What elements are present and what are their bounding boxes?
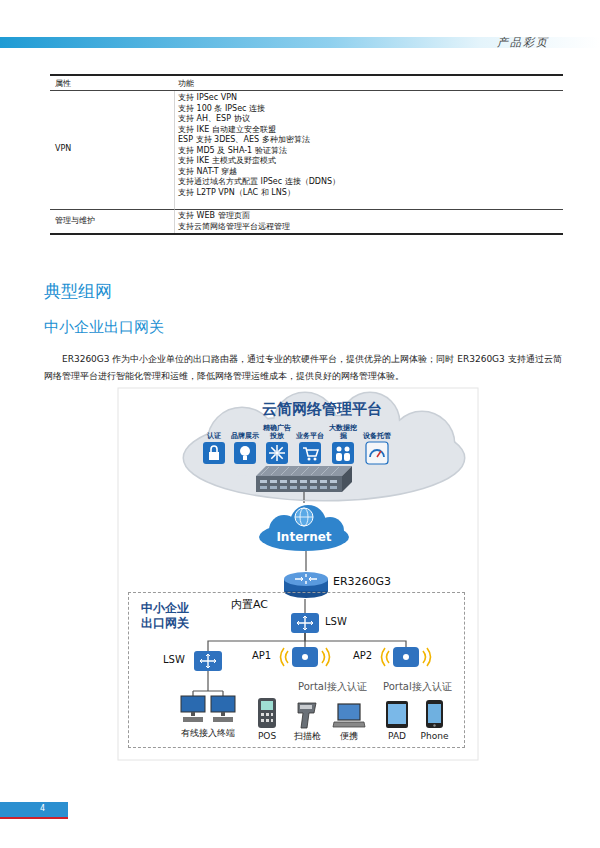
tablet: PAD: [386, 701, 408, 728]
switch: LSW: [194, 651, 222, 671]
feature-icon: 精确广告投放: [266, 442, 288, 464]
section-heading: 典型组网: [44, 281, 112, 301]
node-label: AP1: [252, 650, 271, 662]
access-point-icon: [292, 647, 318, 667]
device-label: 扫描枪: [294, 731, 321, 742]
page-number-rule: [0, 817, 68, 819]
node-sublabel: Portal接入认证: [298, 681, 367, 693]
icon-label: 品牌展示: [230, 432, 260, 440]
table-cell: 支持通过域名方式配置 IPSec 连接（DDNS）: [178, 177, 340, 187]
device-label: Phone: [421, 731, 449, 742]
icon-label: 设备托管: [362, 432, 392, 440]
page-number-box: [0, 802, 68, 817]
device-label: 便携: [340, 731, 358, 742]
device-label: PAD: [388, 731, 406, 742]
table-cell: ESP 支持 3DES、AES 多种加密算法: [178, 135, 310, 145]
phone-icon: [426, 700, 443, 728]
gateway-region: 中小企业出口网关LSWLSWAP1Portal接入认证AP2Portal接入认证…: [128, 592, 465, 748]
device-label: 有线接入终端: [181, 728, 235, 739]
pos-terminal-icon: [258, 698, 276, 728]
feature-icon: 大数据挖掘: [332, 442, 354, 464]
node-label: 云简网络管理平台: [262, 400, 382, 418]
feature-icon: 业务平台: [299, 442, 321, 464]
network-link: [305, 633, 406, 647]
pos-terminal: POS: [258, 698, 276, 728]
wired-terminal: 有线接入终端: [179, 691, 237, 725]
network-link: [208, 633, 305, 651]
internet-cloud: Internet: [258, 503, 350, 551]
feature-icon-icon: [366, 442, 388, 464]
table-header: 属性: [55, 79, 71, 89]
laptop: 便携: [333, 704, 365, 728]
switch: LSW: [291, 613, 319, 633]
feature-icon-icon: [332, 442, 354, 464]
figure-frame: [118, 388, 478, 760]
table-rule: [50, 74, 563, 76]
network-link: [304, 599, 305, 613]
feature-icon-icon: [203, 442, 225, 464]
table-cell: 支持 AH、ESP 协议: [178, 114, 250, 124]
table-cell: 支持 IKE 主模式及野蛮模式: [178, 156, 276, 166]
icon-label: 认证: [199, 432, 229, 440]
router: ER3260G3内置AC: [283, 571, 329, 599]
switch-icon: [291, 613, 319, 633]
node-label: 中小企业出口网关: [141, 601, 193, 631]
node-sublabel: 内置AC: [231, 598, 268, 611]
table-divider: [174, 91, 176, 233]
cloud-platform: 云简网络管理平台认证品牌展示精确广告投放业务平台大数据挖掘设备托管: [180, 392, 468, 500]
table-rule: [50, 90, 563, 91]
feature-icon-icon: [266, 442, 288, 464]
table-header: 功能: [178, 79, 194, 89]
table-cell: 支持 MD5 及 SHA-1 验证算法: [178, 146, 287, 156]
phone: Phone: [426, 700, 443, 728]
feature-icon-icon: [299, 442, 321, 464]
table-cell: 支持 WEB 管理页面: [178, 211, 250, 221]
access-point: AP1Portal接入认证: [292, 647, 318, 667]
scanner-icon: [296, 701, 318, 728]
table-cell: 支持 IKE 自动建立安全联盟: [178, 125, 276, 135]
node-sublabel: Portal接入认证: [383, 681, 452, 693]
section-subheading: 中小企业出口网关: [44, 318, 164, 336]
node-label: LSW: [325, 616, 347, 628]
switch-icon: [194, 651, 222, 671]
header-label: 产品彩页: [497, 36, 549, 49]
table-cell: 管理与维护: [55, 216, 95, 226]
access-point-icon: [393, 647, 419, 667]
scanner: 扫描枪: [296, 701, 318, 728]
access-point: AP2Portal接入认证: [393, 647, 419, 667]
feature-icon: 认证: [203, 442, 225, 464]
feature-icon: 品牌展示: [234, 442, 256, 464]
network-link: [305, 551, 306, 571]
table-cell: 支持 NAT-T 穿越: [178, 167, 237, 177]
table-cell: 支持云简网络管理平台远程管理: [178, 222, 290, 232]
node-label: AP2: [353, 650, 372, 662]
icon-label: 精确广告投放: [262, 424, 292, 440]
table-cell: VPN: [55, 144, 71, 154]
feature-icon: 设备托管: [366, 442, 388, 464]
table-cell: 支持 100 条 IPSec 连接: [178, 104, 265, 114]
device-label: POS: [258, 731, 276, 742]
node-label: LSW: [163, 654, 185, 666]
table-cell: 支持 IPSec VPN: [178, 93, 237, 103]
network-link: [207, 671, 208, 691]
feature-icon-icon: [234, 442, 256, 464]
laptop-icon: [333, 704, 365, 728]
tablet-icon: [386, 701, 408, 728]
body-paragraph: ER3260G3 作为中小企业单位的出口路由器，通过专业的软硬件平台，提供优异的…: [44, 351, 563, 385]
wired-terminal-icon: [179, 691, 237, 725]
table-rule: [50, 233, 563, 235]
icon-label: 业务平台: [295, 432, 325, 440]
icon-label: 大数据挖掘: [328, 424, 358, 440]
node-label: Internet: [258, 530, 350, 544]
node-label: ER3260G3: [333, 575, 391, 588]
table-rule: [50, 209, 563, 210]
page-number: 4: [40, 803, 45, 815]
router-icon: [283, 571, 329, 599]
table-cell: 支持 L2TP VPN（LAC 和 LNS）: [178, 188, 295, 198]
